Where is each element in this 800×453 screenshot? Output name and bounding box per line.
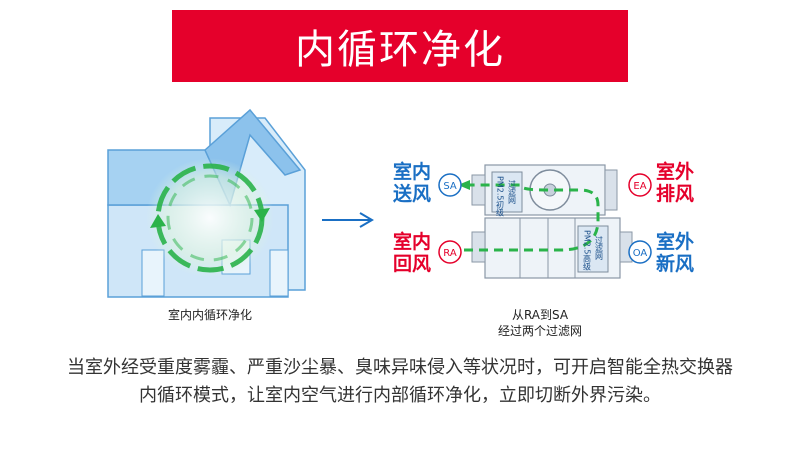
sa-badge (438, 173, 462, 197)
description-line1: 当室外经受重度雾霾、严重沙尘暴、臭味异味侵入等状况时，可开启智能全热交换器 (67, 357, 733, 378)
ra-badge-text: RA (443, 248, 457, 259)
sa-badge-text: SA (443, 181, 457, 192)
bottom-filter-label: PM2.5高级 (583, 230, 592, 271)
ra-label-line1: 室内 (393, 230, 431, 253)
house-illustration (107, 108, 306, 298)
oa-label-group: OA 室外 新风 (628, 230, 694, 275)
left-caption: 室内内循环净化 (167, 308, 252, 322)
loop-arrow-icon (150, 214, 166, 228)
ra-label-line2: 回风 (393, 253, 431, 275)
oa-badge (628, 240, 652, 264)
top-filter-label: PM2.5初级 (496, 176, 505, 217)
ea-label-group: EA 室外 排风 (628, 160, 694, 205)
ea-label-line2: 排风 (656, 182, 694, 205)
ea-badge (628, 173, 652, 197)
right-caption-line2: 经过两个过滤网 (497, 324, 582, 338)
oa-label-line2: 新风 (656, 252, 694, 275)
title-banner: 内循环净化 (172, 10, 628, 82)
description-line2: 内循环模式，让室内空气进行内部循环净化，立即切断外界污染。 (139, 385, 661, 406)
oa-label-line1: 室外 (656, 230, 694, 253)
sa-label-group: 室内 送风 SA (393, 160, 462, 205)
ea-badge-text: EA (633, 181, 646, 192)
ea-label-line1: 室外 (656, 160, 694, 183)
ra-label-group: 室内 回风 RA (393, 230, 462, 275)
sa-label-line1: 室内 (393, 160, 431, 183)
flow-arrow-icon (322, 212, 374, 228)
page-title: 内循环净化 (295, 27, 505, 73)
airflow-path (464, 183, 600, 252)
right-caption-line1: 从RA到SA (511, 308, 569, 322)
bottom-filter-sublabel: 过滤网 (595, 235, 604, 261)
heat-exchanger-unit (458, 164, 633, 279)
top-filter (491, 171, 523, 213)
ra-badge (438, 240, 462, 264)
sa-label-line2: 送风 (393, 182, 431, 205)
oa-badge-text: OA (633, 248, 648, 259)
top-filter-sublabel: 过滤网 (508, 179, 517, 205)
